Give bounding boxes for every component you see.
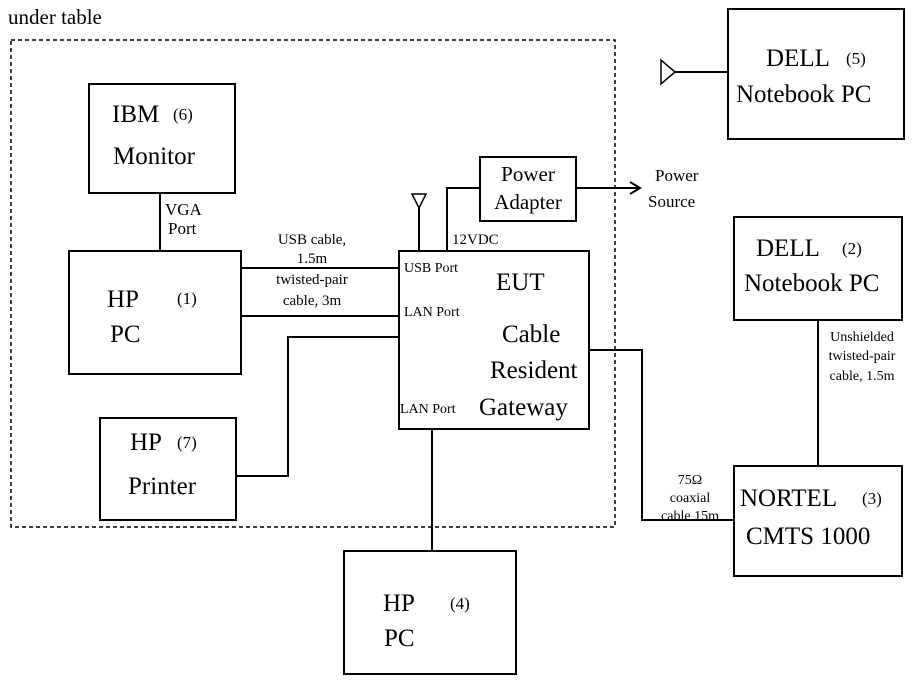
under-table-region [10,39,616,528]
nortel-name: NORTEL [740,485,838,512]
hp-printer-type: Printer [128,473,197,500]
power-adapter-label-2: Adapter [494,190,562,214]
hp-pc1-number: (1) [177,289,197,308]
hp-pc4-type: PC [384,625,415,652]
hp-pc4-number: (4) [450,594,470,613]
eut-antenna-icon [410,193,428,210]
power-source-arrowhead [629,181,642,195]
hp-pc4-name: HP [383,590,415,617]
usb-cable-label-1: USB cable, [277,232,347,248]
coax-label-1: 75Ω [677,473,703,488]
hp-printer-number: (7) [177,433,197,452]
hp-printer-box [99,417,237,521]
dell5-box [727,8,905,140]
vga-label-1: VGA [165,200,202,219]
dc-power-line [446,187,480,251]
power-source-label-2: Source [648,192,696,211]
dell5-name: DELL [766,45,830,72]
nortel-box [733,465,903,577]
nortel-type: CMTS 1000 [746,523,871,550]
usb-cable-label-2: 1.5m [296,251,328,267]
printer-cable-line [236,336,399,477]
dell5-antenna-icon [660,58,677,86]
coax-label-3: cable 15m [661,509,719,524]
unshielded-label-1: Unshielded [830,330,894,345]
twisted-pair-label-1: twisted-pair [276,272,348,288]
unshielded-label-3: cable, 1.5m [829,369,895,384]
twisted-pair-label-2: cable, 3m [282,293,342,309]
dell2-box [733,216,903,321]
hp-pc4-box [343,550,517,675]
ibm-type: Monitor [113,143,195,170]
dell2-name: DELL [756,235,820,262]
power-adapter-label-1: Power [501,162,555,186]
hp-pc1-name: HP [107,286,139,313]
dell2-type: Notebook PC [744,270,880,297]
under-table-label: under table [8,5,102,29]
lan-port-label-1: LAN Port [404,305,460,320]
unshielded-label-2: twisted-pair [828,349,896,364]
hp-pc1-box [68,250,242,375]
coaxial-cable-line [589,349,734,521]
power-source-label-1: Power [655,166,699,185]
dell2-number: (2) [842,239,862,258]
hp-pc1-type: PC [110,321,141,348]
12vdc-label: 12VDC [452,232,499,248]
eut-label-resident: Resident [490,357,578,384]
nortel-number: (3) [862,489,882,508]
ibm-monitor-box [88,83,236,194]
dell5-type: Notebook PC [736,81,872,108]
eut-label-cable: Cable [502,321,561,348]
ibm-number: (6) [173,105,193,124]
eut-title: EUT [496,269,545,296]
coax-label-2: coaxial [669,491,711,506]
ibm-name: IBM [112,101,160,128]
eut-box [398,250,590,430]
eut-label-gateway: Gateway [479,394,568,421]
vga-label-2: Port [168,219,197,238]
dell5-number: (5) [846,49,866,68]
usb-port-label: USB Port [404,261,459,276]
hp-printer-name: HP [130,429,162,456]
lan-port-label-2: LAN Port [400,402,456,417]
